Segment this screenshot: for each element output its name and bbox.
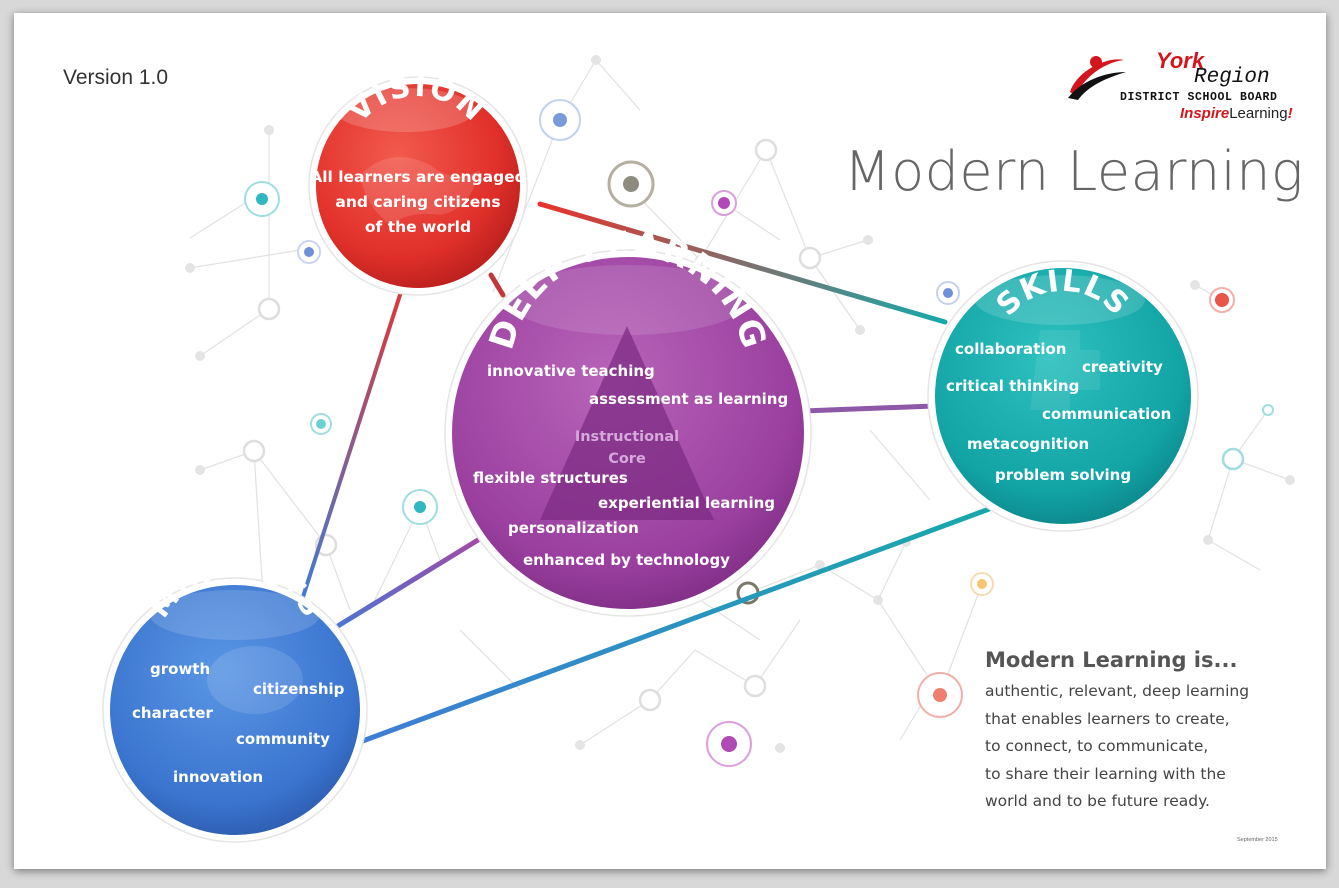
deep-learning-item: flexible structures: [473, 469, 628, 487]
mindsets-node: MINDSETS growth citizenship character co…: [102, 550, 368, 843]
mindset-item: citizenship: [253, 680, 345, 698]
version-label: Version 1.0: [63, 66, 169, 89]
skills-node: SKILLS collaboration creativity critical…: [927, 260, 1199, 532]
deep-learning-item: experiential learning: [598, 494, 775, 512]
logo-swoosh-icon: [1068, 56, 1126, 100]
background-nodes: [185, 55, 1295, 753]
mindsets-deep-connector: [312, 537, 481, 643]
district-logo: York Region DISTRICT SCHOOL BOARD Inspir…: [1066, 48, 1298, 142]
deep-learning-item: innovative teaching: [487, 362, 655, 380]
definition-heading: Modern Learning is...: [985, 648, 1238, 672]
instructional-core-label: Instructional: [575, 429, 679, 445]
vision-skills-connector: [537, 201, 948, 325]
deep-skills-connector: [800, 403, 937, 414]
deep-learning-node: DEEP LEARNING Instructional Core innovat…: [444, 224, 812, 617]
mindsets-skills-connector: [357, 502, 1003, 745]
logo-tagline-rest: Learning: [1229, 105, 1288, 122]
logo-region: Region: [1194, 66, 1270, 89]
skill-item: creativity: [1082, 358, 1163, 376]
poster-card: VISION All learners are engaged and cari…: [14, 13, 1326, 869]
skill-item: problem solving: [995, 466, 1131, 484]
mindset-item: character: [132, 704, 213, 722]
logo-tagline-mark: !: [1287, 105, 1293, 122]
definition-line: world and to be future ready.: [985, 792, 1210, 810]
page-title: Modern Learning: [844, 140, 1304, 203]
skill-item: metacognition: [967, 435, 1089, 453]
vision-line: and caring citizens: [335, 193, 500, 211]
logo-tagline-accent: Inspire: [1180, 105, 1230, 122]
deep-learning-item: personalization: [508, 519, 639, 537]
deep-learning-item: assessment as learning: [589, 390, 788, 408]
poster-scene: VISION All learners are engaged and cari…: [14, 13, 1326, 869]
main-connectors: [300, 201, 1003, 745]
definition-line: to share their learning with the: [985, 764, 1226, 783]
logo-york: York: [1156, 48, 1205, 73]
vision-line: of the world: [365, 218, 471, 236]
background-network: [189, 59, 1291, 746]
skill-item: communication: [1042, 405, 1171, 423]
mindset-item: innovation: [173, 768, 263, 786]
vision-mindsets-connector: [300, 268, 410, 602]
definition-line: to connect, to communicate,: [985, 737, 1209, 755]
definition-line: authentic, relevant, deep learning: [985, 682, 1250, 700]
definition-line: that enables learners to create,: [985, 709, 1230, 728]
logo-tagline: InspireLearning!: [1180, 105, 1293, 122]
logo-board: DISTRICT SCHOOL BOARD: [1120, 91, 1278, 104]
deep-learning-item: enhanced by technology: [523, 551, 730, 569]
date-label: September 2015: [1237, 837, 1278, 843]
instructional-core-label: Core: [608, 451, 646, 467]
vision-line: All learners are engaged: [310, 168, 526, 186]
vision-deep-connector: [488, 272, 506, 298]
mindset-item: community: [236, 730, 330, 748]
skill-item: critical thinking: [946, 377, 1079, 395]
definition-block: Modern Learning is... authentic, relevan…: [985, 648, 1305, 816]
mindset-item: growth: [150, 660, 210, 678]
vision-node: VISION All learners are engaged and cari…: [308, 69, 528, 296]
instructional-core-triangle: [540, 326, 714, 520]
skill-item: collaboration: [955, 340, 1066, 358]
accent-nodes: [244, 99, 1274, 767]
diagram-canvas: VISION All learners are engaged and cari…: [102, 55, 1295, 843]
